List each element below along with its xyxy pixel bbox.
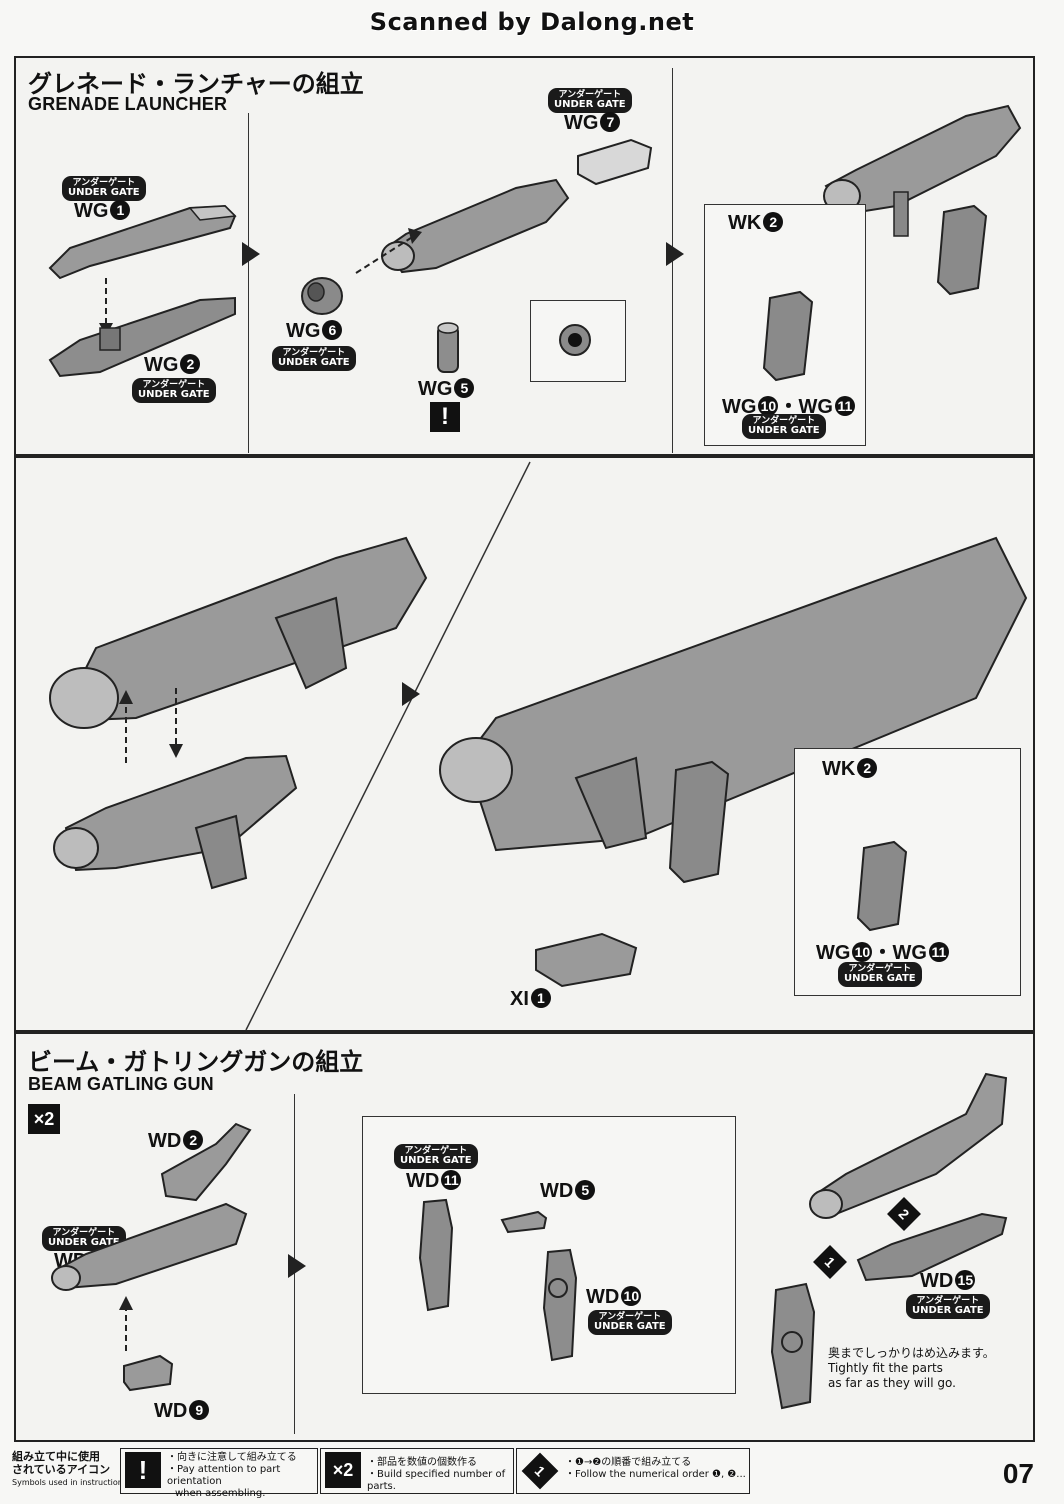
peg-end-detail-illustration bbox=[559, 324, 591, 356]
magazine-part-illustration bbox=[936, 204, 988, 296]
foregrip-base-illustration bbox=[535, 932, 638, 988]
grip-part-illustration bbox=[123, 1354, 174, 1392]
step-number-icon: 1 bbox=[521, 1452, 559, 1490]
symbol-legend: 組み立て中に使用 されているアイコン Symbols used in instr… bbox=[10, 1448, 1054, 1499]
step-arrow-icon bbox=[402, 682, 420, 706]
watermark: Scanned by Dalong.net bbox=[369, 8, 695, 36]
legend-order: 1 ・❶→❷の順番で組み立てる ・Follow the numerical or… bbox=[516, 1448, 750, 1494]
pin-part-illustration bbox=[500, 1210, 548, 1234]
multiplier-icon: ×2 bbox=[325, 1452, 361, 1488]
page-number: 07 bbox=[1002, 1458, 1034, 1489]
assembly-arrow bbox=[355, 228, 422, 274]
magazine-detail-box bbox=[794, 748, 1021, 996]
panel-slash-divider bbox=[245, 461, 531, 1031]
step-arrow-icon bbox=[288, 1254, 306, 1278]
multiplier-badge: ×2 bbox=[28, 1104, 60, 1134]
cover-part-illustration bbox=[577, 138, 653, 186]
section1-title-jp: グレネード・ランチャーの組立 bbox=[28, 70, 364, 98]
launcher-body-illustration bbox=[381, 178, 570, 274]
section1-title-en: GRENADE LAUNCHER bbox=[28, 94, 228, 114]
handle-part-illustration bbox=[770, 1282, 816, 1410]
magazine-part-illustration bbox=[668, 760, 730, 884]
legend-attention: ! ・向きに注意して組み立てる ・Pay attention to part o… bbox=[120, 1448, 318, 1499]
warning-icon: ! bbox=[430, 402, 460, 432]
cap-part-illustration bbox=[301, 277, 343, 315]
cover-part-illustration bbox=[160, 1122, 252, 1202]
assembly-arrow bbox=[119, 1296, 133, 1351]
warning-icon: ! bbox=[125, 1452, 161, 1488]
handle-part-illustration bbox=[542, 1248, 578, 1362]
receiver-part-illustration bbox=[48, 296, 236, 378]
rifle-closeup-illustration bbox=[53, 754, 298, 890]
fit-note: 奥までしっかりはめ込みます。 Tightly fit the parts as … bbox=[828, 1346, 995, 1390]
magazine-part-illustration bbox=[856, 840, 908, 932]
legend-label: 組み立て中に使用 されているアイコン Symbols used in instr… bbox=[12, 1450, 127, 1487]
receiver-part-illustration bbox=[856, 1212, 1008, 1282]
legend-multiply: ×2 ・部品を数値の個数作る ・Build specified number o… bbox=[320, 1448, 514, 1494]
gatling-assembled-illustration bbox=[809, 1072, 1008, 1219]
peg-part-illustration bbox=[437, 322, 459, 373]
handle-part-illustration bbox=[418, 1198, 454, 1312]
magazine-part-illustration bbox=[762, 290, 814, 382]
step-divider bbox=[248, 113, 249, 453]
launcher-closeup-illustration bbox=[49, 536, 428, 729]
gatling-body-illustration bbox=[51, 1202, 248, 1291]
launcher-assembled-closeup-illustration bbox=[439, 536, 1028, 852]
step-arrow-icon bbox=[666, 242, 684, 266]
step-arrow-icon bbox=[242, 242, 260, 266]
assembly-arrow bbox=[119, 688, 183, 763]
section2-title-en: BEAM GATLING GUN bbox=[28, 1074, 214, 1094]
barrel-part-illustration bbox=[48, 204, 237, 280]
section2-title-jp: ビーム・ガトリングガンの組立 bbox=[28, 1048, 364, 1076]
